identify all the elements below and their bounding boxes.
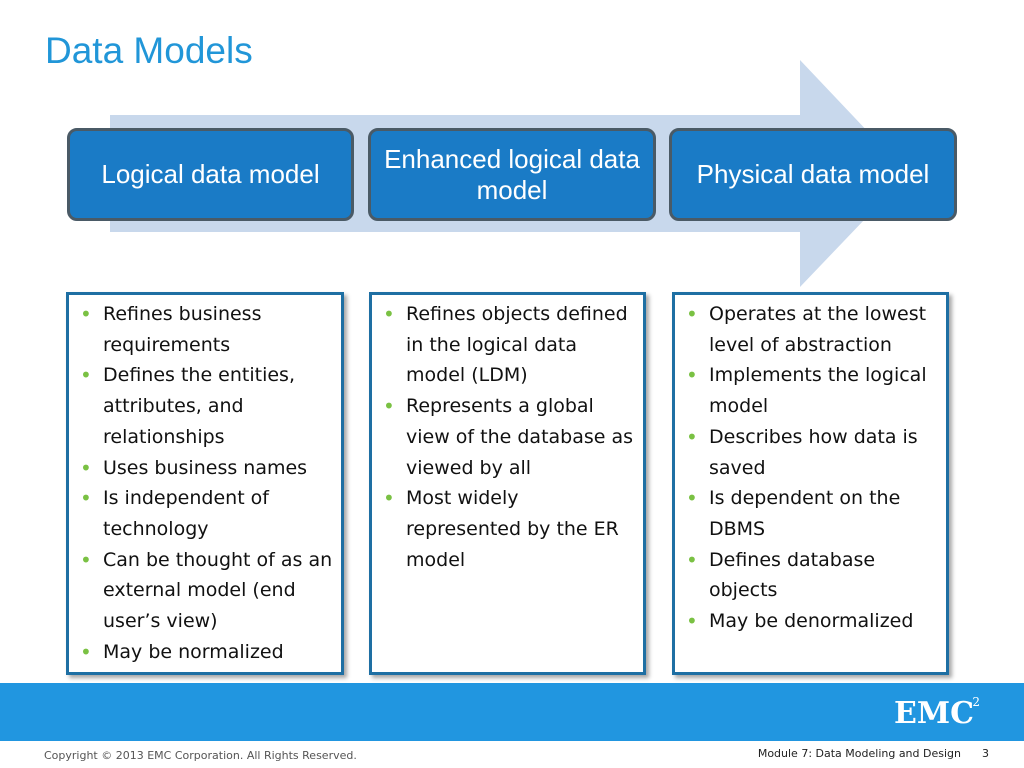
bullet-item: Defines the entities, attributes, and re…: [80, 360, 335, 452]
brand-logo: EMC: [894, 696, 974, 731]
bullet-item: Most widely represented by the ER model: [383, 483, 637, 575]
panel-enhanced-logical-data-model: Refines objects defined in the logical d…: [369, 292, 646, 675]
footer-band: EMC 2: [0, 683, 1024, 741]
bullet-list: Operates at the lowest level of abstract…: [675, 295, 946, 637]
bullet-item: Refines objects defined in the logical d…: [383, 299, 637, 391]
panel-physical-data-model: Operates at the lowest level of abstract…: [672, 292, 949, 675]
bullet-item: Describes how data is saved: [686, 422, 940, 483]
brand-logo-superscript: 2: [972, 695, 980, 709]
page-number: 3: [982, 747, 989, 760]
bullet-item: Is dependent on the DBMS: [686, 483, 940, 544]
bullet-item: Refines business requirements: [80, 299, 335, 360]
bullet-list: Refines business requirements Defines th…: [69, 295, 341, 667]
bullet-item: Can be thought of as an external model (…: [80, 545, 335, 637]
bullet-item: Is independent of technology: [80, 483, 335, 544]
stage-logical-data-model: Logical data model: [67, 128, 354, 221]
stage-physical-data-model: Physical data model: [669, 128, 957, 221]
bullet-item: May be denormalized: [686, 606, 940, 637]
module-label: Module 7: Data Modeling and Design: [757, 747, 961, 760]
bullet-item: Operates at the lowest level of abstract…: [686, 299, 940, 360]
bullet-item: Implements the logical model: [686, 360, 940, 421]
stage-enhanced-logical-data-model: Enhanced logical data model: [368, 128, 656, 221]
bullet-item: May be normalized: [80, 637, 335, 668]
bullet-list: Refines objects defined in the logical d…: [372, 295, 643, 575]
slide-title: Data Models: [45, 30, 253, 71]
bullet-item: Uses business names: [80, 453, 335, 484]
copyright-notice: Copyright © 2013 EMC Corporation. All Ri…: [44, 749, 357, 762]
panel-logical-data-model: Refines business requirements Defines th…: [66, 292, 344, 675]
bullet-item: Represents a global view of the database…: [383, 391, 637, 483]
bullet-item: Defines database objects: [686, 545, 940, 606]
